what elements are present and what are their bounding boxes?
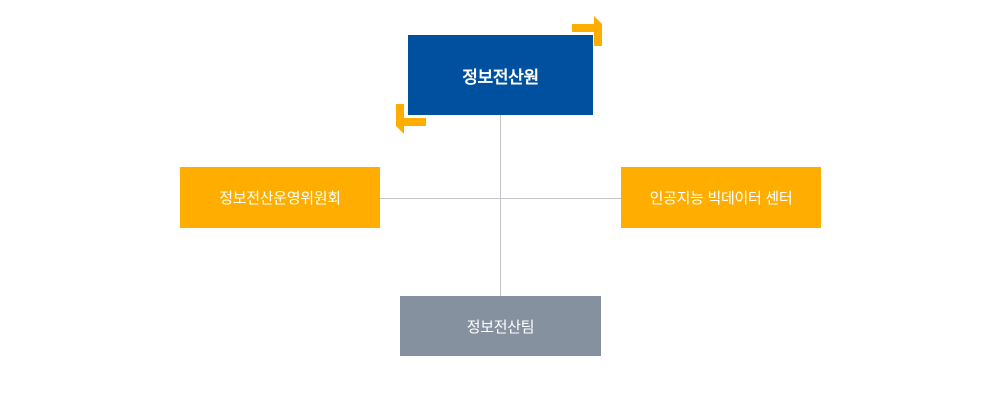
node-operating-committee-label: 정보전산운영위원회 (219, 190, 341, 207)
corner-bracket-top-right-icon (572, 16, 602, 46)
corner-bracket-bottom-left-icon (396, 104, 426, 134)
node-root-jeongbojeonsanwon[interactable]: 정보전산원 (408, 35, 593, 115)
node-ai-bigdata-center-label: 인공지능 빅데이터 센터 (649, 190, 793, 207)
node-operating-committee[interactable]: 정보전산운영위원회 (180, 167, 380, 228)
node-information-team[interactable]: 정보전산팀 (400, 296, 601, 356)
node-ai-bigdata-center[interactable]: 인공지능 빅데이터 센터 (621, 167, 821, 228)
connector-committee-to-center (380, 198, 621, 199)
node-information-team-label: 정보전산팀 (466, 318, 535, 336)
node-root-label: 정보전산원 (462, 67, 539, 87)
connector-root-to-team (500, 115, 501, 296)
